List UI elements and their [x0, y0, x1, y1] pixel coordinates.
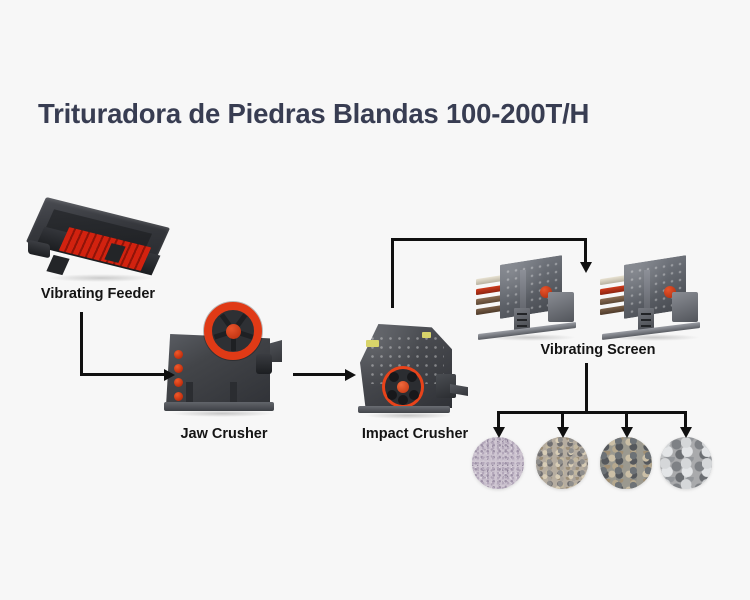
control-box-vent — [517, 313, 527, 315]
vibrating-feeder-image — [22, 196, 174, 288]
screen-control-box — [638, 308, 654, 332]
screen-support-column — [644, 270, 650, 326]
control-box-vent — [641, 313, 651, 315]
screen-shadow — [484, 334, 576, 341]
control-box-vent — [517, 325, 527, 327]
flywheel-hub — [397, 381, 409, 393]
impact-discharge-chute — [450, 384, 468, 396]
control-box-vent — [641, 325, 651, 327]
flow-feeder-to-jaw-vertical — [80, 312, 83, 374]
flywheel-hole — [409, 390, 419, 400]
product-sample-2 — [536, 437, 588, 489]
flywheel-hole — [398, 395, 408, 405]
jaw-pulley — [256, 354, 272, 374]
product-sample-3 — [600, 437, 652, 489]
flow-feeder-to-jaw-arrowhead — [164, 368, 175, 381]
screen-motor — [548, 292, 574, 322]
screen-shadow — [608, 334, 700, 341]
feeder-shadow — [48, 274, 154, 282]
jaw-base-frame — [164, 402, 274, 411]
jaw-bolt-cap — [174, 378, 183, 387]
flow-product-1-arrowhead — [492, 427, 505, 438]
product-sample-4 — [660, 437, 712, 489]
flywheel-hole — [407, 372, 417, 382]
vibrating-screen-image-1 — [474, 255, 586, 344]
impact-shadow — [364, 412, 452, 419]
flow-screen-to-products-bus — [497, 411, 687, 414]
flywheel-hub — [225, 323, 241, 339]
jaw-leg — [230, 382, 237, 404]
flow-product-3-arrowhead — [620, 427, 633, 438]
aggregate-texture — [660, 437, 712, 489]
vibrating-screen-label: Vibrating Screen — [540, 342, 656, 358]
flywheel-hole — [387, 390, 397, 400]
flow-impact-to-screen-arrowhead — [579, 262, 592, 273]
flow-impact-to-screen-drop — [584, 238, 587, 264]
screen-motor — [672, 292, 698, 322]
jaw-bolt-cap — [174, 364, 183, 373]
flow-jaw-to-impact-arrowhead — [345, 368, 356, 381]
screen-control-box — [514, 308, 530, 332]
impact-nameplate — [366, 340, 379, 347]
jaw-shadow — [170, 410, 274, 417]
impact-flywheel — [382, 366, 424, 408]
vibrating-screen-image-2 — [598, 255, 710, 344]
jaw-bolt-cap — [174, 350, 183, 359]
flow-product-1-drop — [497, 411, 500, 429]
flow-screen-to-products-stem — [585, 363, 588, 413]
flow-product-2-arrowhead — [556, 427, 569, 438]
jaw-crusher-label: Jaw Crusher — [180, 426, 268, 442]
feeder-foot-left — [46, 254, 70, 276]
impact-crusher-label: Impact Crusher — [361, 426, 469, 442]
flow-product-4-arrowhead — [679, 427, 692, 438]
control-box-vent — [641, 319, 651, 321]
page-title: Trituradora de Piedras Blandas 100-200T/… — [38, 98, 590, 129]
flow-impact-to-screen-riser — [391, 238, 394, 308]
jaw-crusher-image — [160, 296, 288, 417]
impact-base-frame — [358, 406, 450, 413]
product-sample-1 — [472, 437, 524, 489]
flywheel-spoke — [230, 331, 236, 351]
flywheel-hole — [389, 372, 399, 382]
flow-product-3-drop — [625, 411, 628, 429]
control-box-vent — [517, 319, 527, 321]
screen-support-column — [520, 270, 526, 326]
flow-impact-to-screen-horizontal — [391, 238, 587, 241]
flow-product-2-drop — [561, 411, 564, 429]
flow-jaw-to-impact-line — [293, 373, 347, 376]
impact-nameplate-small — [422, 332, 431, 338]
aggregate-texture — [536, 437, 588, 489]
aggregate-texture — [472, 437, 524, 489]
impact-crusher-image — [352, 318, 470, 422]
jaw-flywheel — [204, 302, 262, 360]
jaw-leg — [186, 382, 193, 404]
flow-feeder-to-jaw-horizontal — [80, 373, 166, 376]
jaw-bolt-cap — [174, 392, 183, 401]
flow-product-4-drop — [684, 411, 687, 429]
vibrating-feeder-label: Vibrating Feeder — [40, 286, 156, 302]
aggregate-texture — [600, 437, 652, 489]
